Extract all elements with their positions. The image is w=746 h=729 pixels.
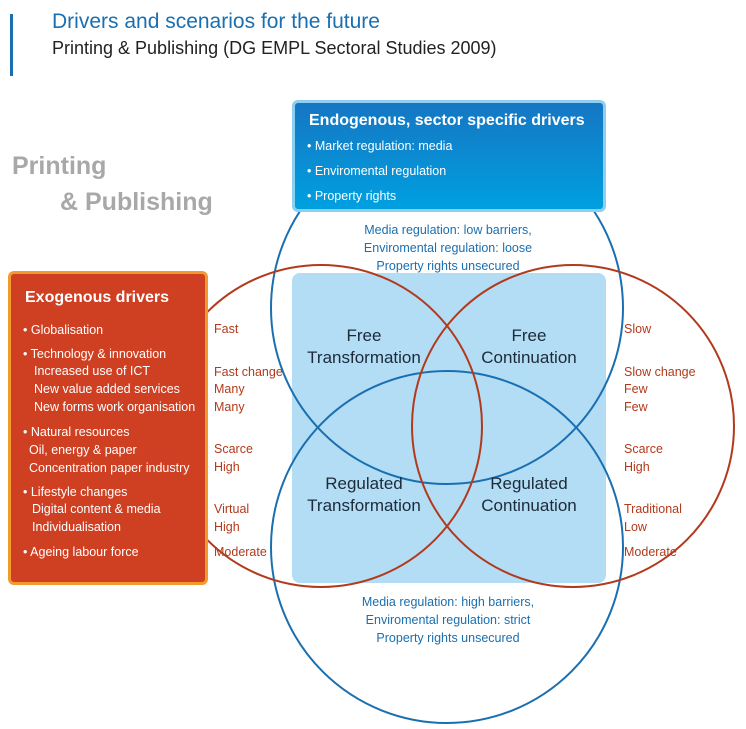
logo-line-1: Printing [12,152,107,180]
right-value: High [624,460,650,474]
scenario-free-continuation: Free Continuation [454,325,604,369]
scenario-regulated-transformation: Regulated Transformation [289,473,439,517]
exogenous-line: New value added services [34,382,180,396]
bottom-regulation-note: Media regulation: high barriers, Envirom… [318,593,578,647]
right-value: Moderate [624,545,677,559]
page-subtitle: Printing & Publishing (DG EMPL Sectoral … [52,38,497,58]
left-value: Scarce [214,442,253,456]
scenario-line: Free [511,326,547,345]
scenario-line: Regulated [490,474,568,493]
scenario-line: Free [346,326,382,345]
exogenous-line: Digital content & media [32,502,161,516]
endogenous-item: • Enviromental regulation [307,164,447,178]
exogenous-line: Concentration paper industry [29,461,190,475]
exogenous-heading: Exogenous drivers [25,289,170,306]
left-value: Moderate [214,545,267,559]
left-value: Virtual [214,502,250,516]
right-red-circle [411,264,735,588]
note-line: Media regulation: high barriers, [361,595,535,609]
endogenous-item: • Property rights [307,189,397,203]
right-value: Slow [624,322,652,336]
exogenous-line: Increased use of ICT [34,364,151,378]
scenario-line: Regulated [325,474,403,493]
scenario-regulated-continuation: Regulated Continuation [454,473,604,517]
note-line: Property rights unsecured [376,631,520,645]
exogenous-line: Individualisation [32,520,121,534]
left-value: High [214,520,240,534]
right-value: Traditional [624,502,682,516]
note-line: Enviromental regulation: strict [365,613,531,627]
exogenous-line: • Ageing labour force [23,545,139,559]
exogenous-line: • Lifestyle changes [23,485,128,499]
endogenous-item: • Market regulation: media [307,139,453,153]
exogenous-line: • Globalisation [23,323,104,337]
exogenous-line: Oil, energy & paper [29,443,137,457]
center-scenario-area [292,273,606,583]
left-value: Many [214,400,245,414]
exogenous-line: • Natural resources [23,425,130,439]
top-regulation-note: Media regulation: low barriers, Envirome… [318,221,578,275]
scenario-line: Transformation [307,496,421,515]
note-line: Property rights unsecured [376,259,520,273]
exogenous-drivers-box: Exogenous drivers • Globalisation • Tech… [8,271,208,585]
bottom-blue-circle [270,370,624,724]
exogenous-line: • Technology & innovation [23,347,167,361]
note-line: Media regulation: low barriers, [364,223,532,237]
scenario-line: Continuation [481,496,577,515]
left-value: Fast [214,322,239,336]
right-value: Few [624,382,648,396]
exogenous-line: New forms work organisation [34,400,196,414]
right-value: Low [624,520,647,534]
scenario-free-transformation: Free Transformation [289,325,439,369]
note-line: Enviromental regulation: loose [363,241,533,255]
endogenous-heading: Endogenous, sector specific drivers [309,112,585,129]
scenario-line: Transformation [307,348,421,367]
scenario-line: Continuation [481,348,577,367]
right-value: Scarce [624,442,663,456]
left-value: Fast change [214,365,283,379]
left-value: High [214,460,240,474]
left-value: Many [214,382,245,396]
sector-logo-text: Printing & Publishing [12,148,213,220]
right-value: Slow change [624,365,696,379]
endogenous-drivers-box: Endogenous, sector specific drivers • Ma… [292,100,606,212]
right-value: Few [624,400,648,414]
page-title: Drivers and scenarios for the future [52,10,380,33]
accent-bar [10,14,13,76]
logo-line-2: & Publishing [60,188,213,216]
